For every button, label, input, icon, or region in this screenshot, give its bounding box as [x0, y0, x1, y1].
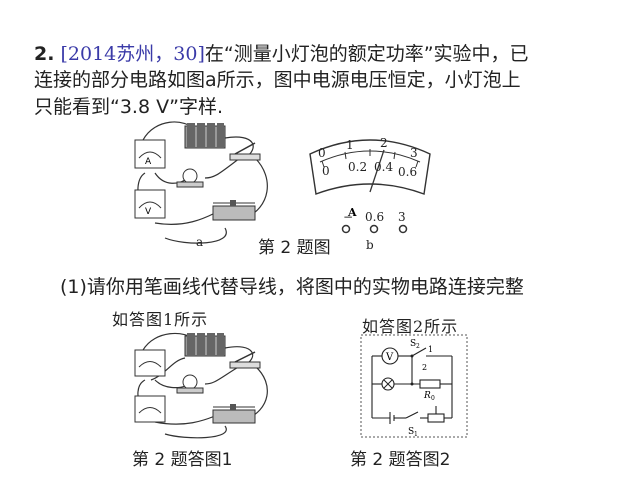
rheostat-icon-2	[212, 404, 256, 424]
voltmeter-symbol-label: V	[385, 352, 394, 363]
r0-subscript: 0	[431, 395, 435, 402]
question-line-1: 2. [2014苏州，30]在“测量小灯泡的额定功率”实验中，已	[34, 42, 529, 66]
bulb-icon-2	[176, 374, 204, 394]
question-number-separator: .	[47, 43, 55, 65]
figure-a-circuit: A V	[134, 121, 268, 244]
ammeter-icon: A	[134, 139, 166, 169]
figure-b-label: b	[366, 238, 374, 252]
question-line-2: 连接的部分电路如图a所示，图中电源电压恒定，小灯泡上	[34, 69, 521, 91]
terminal-3: 3	[398, 210, 406, 224]
ammeter-icon-2	[134, 349, 166, 377]
battery-icon-2	[184, 333, 226, 357]
terminal-0-6: 0.6	[365, 210, 385, 224]
switch-icon	[229, 142, 261, 161]
bulb-icon	[176, 168, 204, 188]
figure-b-ammeter-dial: A	[309, 139, 431, 219]
battery-icon	[184, 123, 226, 149]
terminal-posts	[341, 224, 408, 234]
s2-pos1: 1	[428, 345, 433, 354]
ammeter-unit: A	[347, 206, 357, 219]
question-line-3: 只能看到“3.8 V”字样.	[34, 96, 223, 118]
s1-subscript: 1	[414, 431, 418, 438]
terminal-negative: −	[343, 210, 354, 224]
svg-text:A: A	[145, 157, 152, 167]
s2-label: S	[410, 339, 416, 349]
answer-note-1: 如答图1所示	[112, 310, 209, 329]
r0-label: R	[423, 391, 431, 401]
voltmeter-icon-2	[134, 395, 166, 423]
dial-top-3: 3	[410, 146, 418, 160]
dial-bottom-2: 0.4	[374, 160, 394, 174]
svg-text:V: V	[145, 207, 152, 217]
answer-caption-1: 第 2 题答图1	[132, 450, 233, 470]
figure-a-label: a	[196, 235, 204, 249]
answer-caption-2: 第 2 题答图2	[350, 450, 451, 470]
sub-question: (1)请你用笔画线代替导线，将图中的实物电路连接完整	[60, 276, 524, 298]
dial-bottom-0: 0	[322, 164, 330, 178]
voltmeter-symbol-icon	[381, 347, 399, 365]
figure-caption: 第 2 题图	[258, 238, 331, 258]
answer-figure-1-circuit	[134, 332, 268, 439]
dial-top-2: 2	[380, 136, 388, 150]
s1-label: S	[408, 427, 414, 437]
rheostat-icon	[212, 200, 256, 221]
switch-icon-2	[229, 351, 261, 369]
s2-subscript: 2	[416, 343, 420, 350]
answer-note-2: 如答图2所示	[362, 317, 459, 336]
question-text-1: 在“测量小灯泡的额定功率”实验中，已	[204, 43, 529, 65]
voltmeter-icon: V	[134, 189, 166, 219]
s2-pos2: 2	[422, 363, 427, 372]
dial-top-0: 0	[318, 146, 326, 160]
question-source: [2014苏州，30]	[60, 43, 205, 65]
dial-bottom-3: 0.6	[398, 165, 418, 179]
dial-bottom-1: 0.2	[348, 160, 368, 174]
dial-top-1: 1	[346, 138, 354, 152]
question-number: 2	[34, 43, 48, 65]
answer-figure-2-schematic: V S 2 1 2 R 0 S 1	[360, 334, 468, 438]
